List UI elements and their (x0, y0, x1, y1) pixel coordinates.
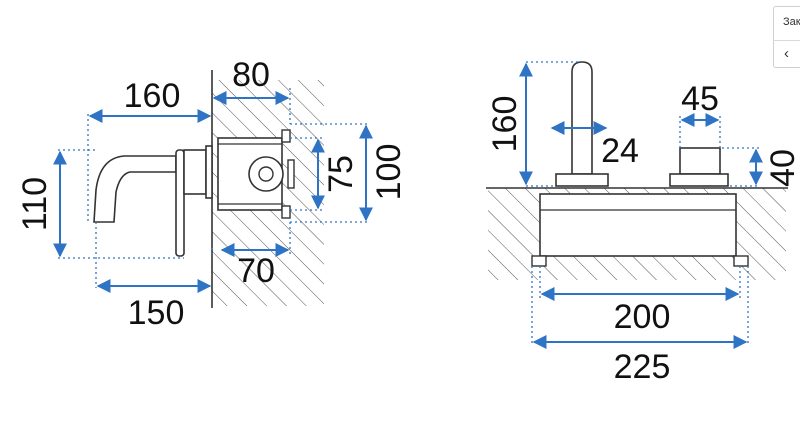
spout-base (555, 173, 609, 187)
dim-label-225: 225 (614, 348, 671, 386)
dimension-lines (53, 91, 373, 293)
escutcheon (183, 149, 207, 195)
spout-front (571, 61, 593, 175)
box-foot-right (733, 255, 749, 267)
dim-label-200: 200 (614, 298, 671, 336)
outlet-stub (287, 159, 295, 189)
dim-label-160-front: 160 (486, 96, 524, 153)
box-foot-left (531, 255, 547, 267)
close-button[interactable]: Закрыть (783, 16, 800, 28)
dim-label-75: 75 (322, 155, 360, 193)
extension-lines (58, 88, 370, 288)
front-view: 160 24 45 40 200 225 (486, 61, 800, 386)
dim-label-45: 45 (681, 80, 719, 118)
dim-label-70: 70 (237, 252, 275, 290)
wall-plate (205, 145, 213, 199)
side-view: 160 80 110 75 100 70 150 (16, 56, 408, 332)
handle-front (679, 147, 721, 175)
dim-label-40: 40 (764, 149, 800, 187)
side-panel: Закрыть ‹ (773, 6, 800, 68)
dim-label-80: 80 (232, 56, 270, 94)
dim-label-160-side: 160 (124, 77, 181, 115)
chevron-left-icon[interactable]: ‹ (784, 45, 789, 62)
dimension-lines-front (519, 62, 763, 349)
dim-label-150: 150 (128, 294, 185, 332)
cartridge-core (258, 166, 274, 182)
dim-label-24: 24 (601, 132, 639, 170)
spout (93, 155, 177, 223)
panel-divider (774, 40, 800, 41)
inlet-bottom (281, 205, 291, 219)
mounting-box (539, 193, 737, 257)
inlet-top (281, 129, 291, 143)
dim-label-110: 110 (16, 177, 54, 231)
dim-label-100: 100 (370, 144, 408, 201)
extension-lines-front (526, 61, 760, 344)
lever (175, 149, 185, 257)
handle-base (669, 173, 729, 187)
